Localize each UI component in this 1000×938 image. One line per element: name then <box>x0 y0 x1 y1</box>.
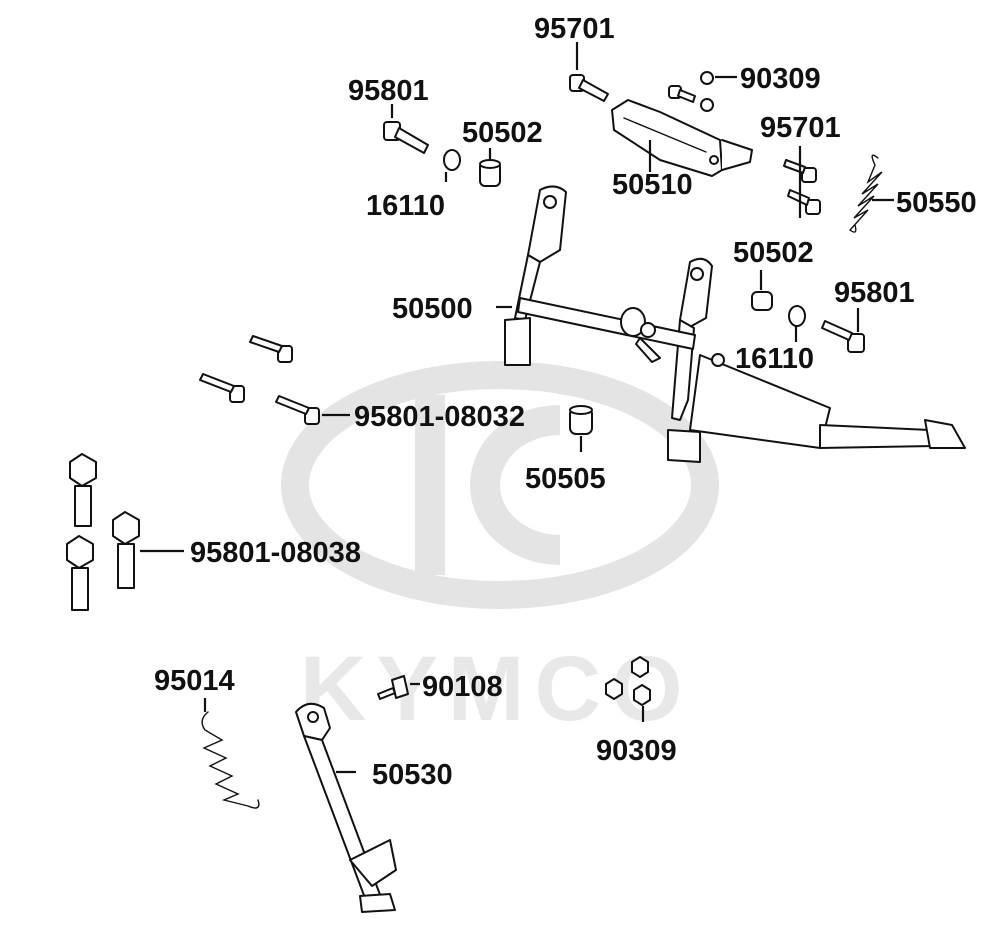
washer-16110-right <box>788 305 806 327</box>
label-90108: 90108 <box>422 671 503 703</box>
collar-50502-right <box>751 291 773 311</box>
label-95701-top: 95701 <box>534 13 615 45</box>
spring-50550 <box>848 154 883 233</box>
main-stand <box>504 185 966 463</box>
bolt-90108 <box>377 675 409 700</box>
label-95701-right: 95701 <box>760 112 841 144</box>
leader-lines <box>140 42 894 774</box>
label-16110-right: 16110 <box>735 343 814 375</box>
label-16110-top: 16110 <box>366 190 445 222</box>
label-90309-top: 90309 <box>740 63 821 95</box>
brand-watermark: KYMCO <box>281 361 719 740</box>
spring-95014 <box>201 711 260 809</box>
rubber-50505 <box>569 405 593 435</box>
bolts-95801-08032 <box>199 335 320 425</box>
bolts-95701-right <box>783 159 821 215</box>
washers-90309-top <box>668 71 714 112</box>
label-50502-top: 50502 <box>462 117 543 149</box>
label-95014: 95014 <box>154 665 235 697</box>
label-95801-top: 95801 <box>348 75 429 107</box>
nuts-90309-bottom <box>605 656 651 706</box>
stand-bracket <box>611 99 753 177</box>
washer-16110-top <box>443 149 461 171</box>
label-50500: 50500 <box>392 293 473 325</box>
bolt-95801-top <box>383 121 429 154</box>
label-50550: 50550 <box>896 187 977 219</box>
bolt-95701-top <box>569 74 609 102</box>
label-50530: 50530 <box>372 759 453 791</box>
label-95801-08032: 95801-08032 <box>354 401 525 433</box>
bolt-95801-right <box>821 320 865 353</box>
bolts-95801-08038 <box>66 453 140 611</box>
label-95801-08038: 95801-08038 <box>190 537 361 569</box>
collar-50502-top <box>479 159 501 187</box>
label-50505: 50505 <box>525 463 606 495</box>
part-labels: 95701 90309 95801 50502 16110 50510 9570… <box>154 13 977 791</box>
label-50502-right: 50502 <box>733 237 814 269</box>
label-95801-right: 95801 <box>834 277 915 309</box>
label-50510: 50510 <box>612 169 693 201</box>
side-stand-50530 <box>295 702 397 913</box>
label-90309-bottom: 90309 <box>596 735 677 767</box>
